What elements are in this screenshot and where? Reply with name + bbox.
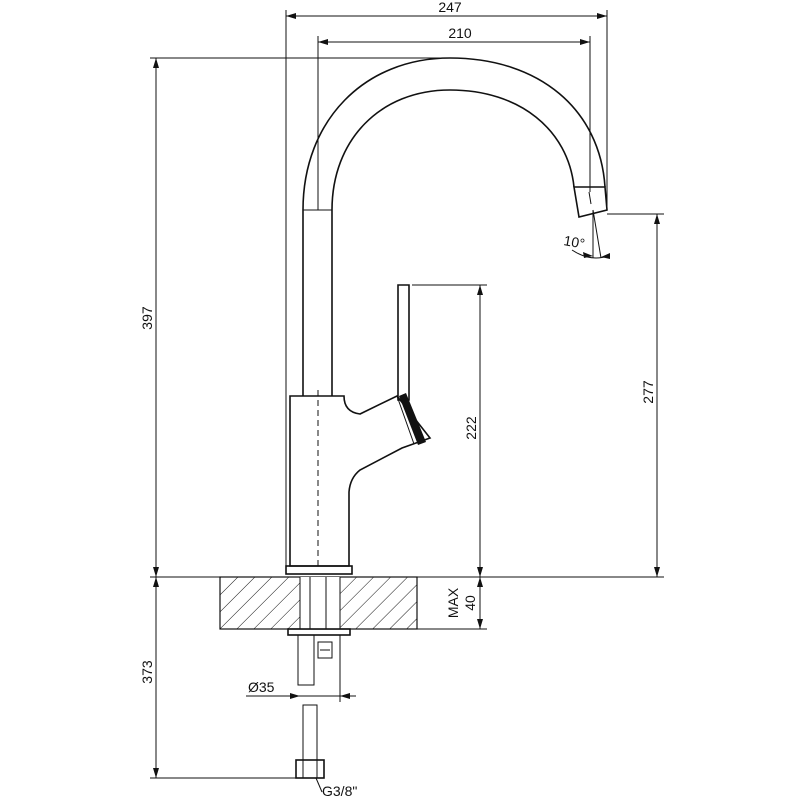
dim-222-arrow-bottom [477,567,483,577]
deck-bore [300,577,340,629]
hose-nut [295,759,325,779]
label-spout-outlet-height: 277 [640,380,656,404]
dim-210-arrow-right [580,39,590,45]
dimension-labels: 247 210 397 277 222 MAX 40 373 Ø35 10° G… [139,0,656,799]
angle-arrow-left [583,252,593,258]
thread-leader [315,777,323,793]
label-connection-thread: G3/8" [322,783,357,799]
dim-222-arrow-top [477,285,483,295]
dim-277-arrow-bottom [654,567,660,577]
dim-35-arrow-left [290,693,300,699]
below-deck-parts [295,634,333,779]
angle-arrow-right [601,253,610,259]
spout-inner-arc [331,89,575,211]
threaded-rod [297,634,315,686]
lever-handle [397,284,410,401]
dim-397-arrow-bottom [153,567,159,577]
label-overall-reach: 247 [438,0,462,15]
label-max: MAX [445,587,461,618]
supply-hose [302,704,318,761]
mixer-body [289,394,432,567]
label-total-height: 397 [139,306,155,330]
angle-ref-tilted [592,209,602,259]
spout-tip-mark [588,191,592,205]
base-ring [285,565,353,575]
dim-373-arrow-bottom [153,768,159,778]
hose-fitting [317,641,333,659]
label-deck-thickness: 40 [462,595,478,611]
label-below-deck-length: 373 [139,660,155,684]
label-lever-height: 222 [463,416,479,440]
label-spout-reach: 210 [448,25,472,41]
dim-373-arrow-top [153,577,159,587]
label-mounting-diameter: Ø35 [248,679,275,695]
deck-section [219,576,418,636]
dim-40-arrow-top [477,577,483,587]
lever-base-line [396,395,415,445]
label-spout-angle: 10° [562,232,586,251]
spout-outer-arc [302,57,606,211]
dim-247-arrow-left [286,13,296,19]
faucet-outline [285,57,608,575]
lever-accent [399,393,426,445]
dim-40-arrow-bottom [477,619,483,629]
dim-247-arrow-right [597,13,607,19]
dimension-lines [150,10,664,793]
dim-397-arrow-top [153,58,159,68]
dim-210-arrow-left [318,39,328,45]
dim-277-arrow-top [654,214,660,224]
mounting-nut [287,628,351,636]
